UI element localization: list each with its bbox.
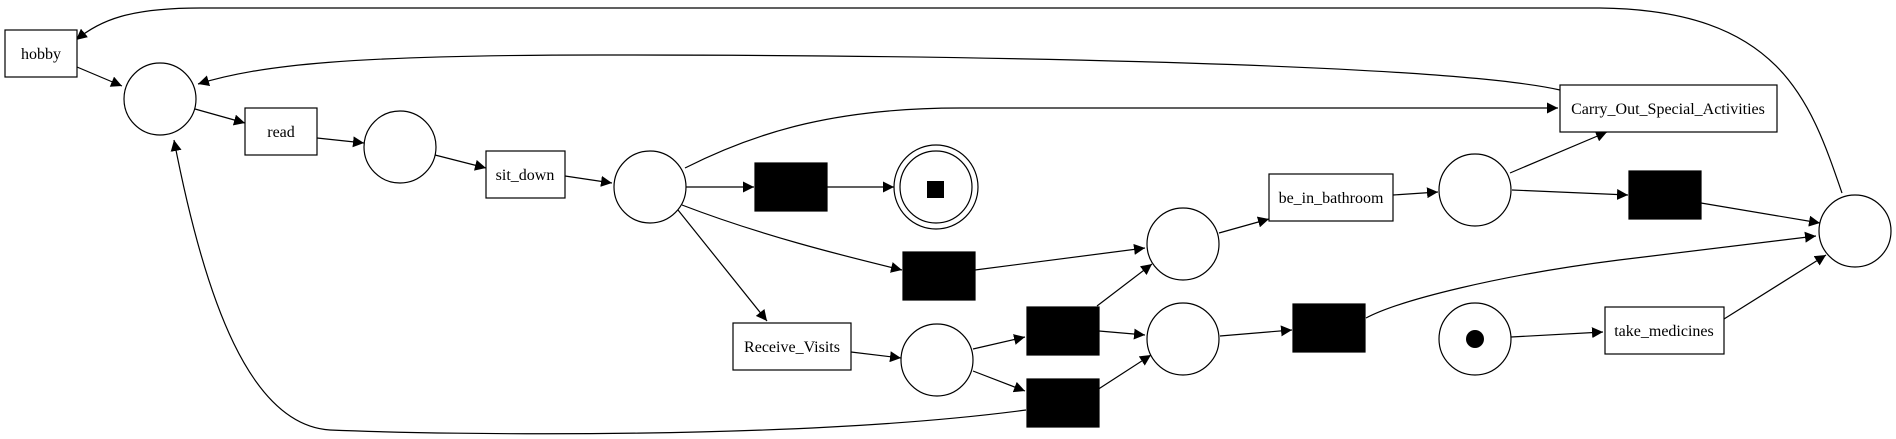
arc-p5-to-carry-out (1509, 131, 1608, 174)
arc-bathroom-to-p5 (1392, 187, 1439, 199)
arc-medicines-to-p8 (1723, 254, 1827, 320)
arc-p3-to-receive (677, 209, 768, 322)
arc-p3-to-tau-2 (681, 204, 903, 273)
arc-tau-4-to-p4 (1096, 263, 1153, 307)
silent-transitions (754, 162, 1702, 428)
transition-take-medicines: take_medicines (1604, 306, 1725, 355)
transition-carry-out-special-activities: Carry_Out_Special_Activities (1559, 84, 1778, 133)
arc-p8-to-hobby (75, 7, 1843, 194)
arc-p6-to-tau-5 (972, 370, 1026, 393)
place-p4 (1146, 207, 1220, 281)
arc-hobby-to-p1 (76, 66, 123, 87)
final-marking-square (927, 181, 944, 198)
arc-p1-to-read (194, 108, 246, 126)
transition-carry-out-label: Carry_Out_Special_Activities (1571, 101, 1765, 118)
place-p7 (1146, 302, 1220, 376)
silent-transition-1 (754, 162, 828, 212)
arc-receive-to-p6 (850, 351, 902, 363)
arc-tau-4-to-p7 (1098, 328, 1146, 340)
place-p2 (363, 110, 437, 184)
silent-transition-5 (1026, 378, 1100, 428)
arc-p5-to-tau-3 (1511, 189, 1629, 201)
arc-carry-out-to-p1 (197, 54, 1561, 91)
silent-transition-6 (1292, 303, 1366, 353)
token-dot (1466, 330, 1484, 348)
arc-sit-down-to-p3 (564, 175, 613, 187)
silent-transition-3 (1628, 170, 1702, 220)
transition-receive-label: Receive_Visits (744, 339, 840, 356)
arc-p7-to-tau-6 (1219, 325, 1293, 337)
arc-tau-5-to-p7 (1096, 354, 1152, 391)
arc-tau-3-to-p8 (1700, 202, 1821, 227)
transition-bathroom-label: be_in_bathroom (1279, 190, 1384, 207)
place-p3 (613, 150, 687, 224)
transition-be-in-bathroom: be_in_bathroom (1268, 173, 1394, 222)
arc-initial-to-medicines (1510, 327, 1604, 339)
transition-read-label: read (267, 124, 295, 141)
place-p8 (1818, 194, 1892, 268)
silent-transition-4 (1026, 306, 1100, 356)
arc-p3-to-carry-out (684, 102, 1558, 169)
transition-hobby: hobby (4, 29, 78, 78)
places (123, 62, 1892, 397)
arc-tau-6-to-p8 (1365, 231, 1817, 319)
transition-receive-visits: Receive_Visits (732, 322, 852, 371)
transition-sit-down-label: sit_down (496, 167, 555, 184)
arcs (75, 7, 1843, 435)
arc-tau-2-to-p4 (974, 243, 1146, 271)
arc-p4-to-bathroom (1218, 216, 1270, 234)
transitions: hobby read sit_down Carry_Out_Special_Ac… (4, 29, 1778, 371)
transition-hobby-label: hobby (21, 46, 61, 63)
place-p5 (1438, 153, 1512, 227)
arc-read-to-p2 (316, 136, 365, 148)
place-p6 (900, 323, 974, 397)
place-p1 (123, 62, 197, 136)
arc-tau-5-to-p1 (170, 139, 1027, 435)
arc-p2-to-sit-down (434, 154, 487, 171)
place-final (893, 144, 979, 230)
transition-sit-down: sit_down (485, 150, 566, 199)
place-initial (1438, 302, 1512, 376)
transition-read: read (244, 107, 318, 156)
silent-transition-2 (902, 251, 976, 301)
arc-p6-to-tau-4 (972, 334, 1026, 350)
transition-medicines-label: take_medicines (1614, 323, 1714, 340)
